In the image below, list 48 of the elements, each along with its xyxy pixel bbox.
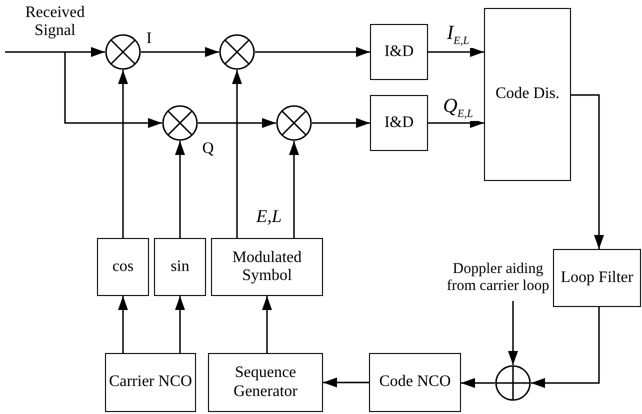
arrow	[571, 94, 604, 249]
block-label: Modulated Symbol	[231, 248, 303, 286]
process-box	[105, 353, 196, 412]
arrow	[289, 141, 299, 238]
block-label: Code Dis.	[496, 85, 560, 104]
process-box	[208, 353, 323, 412]
block-label: cos	[112, 258, 134, 276]
block-label: Code NCO	[379, 373, 451, 392]
arrow	[262, 296, 272, 353]
process-box	[369, 353, 461, 412]
arrow	[428, 118, 484, 128]
arrow	[428, 47, 484, 57]
process-box	[553, 249, 641, 307]
block-label: sin	[170, 258, 190, 276]
arrow	[508, 301, 518, 365]
arrow	[232, 70, 242, 238]
block-label: Carrier NCO	[108, 373, 192, 392]
process-box	[97, 238, 149, 296]
annotation-text: Doppler aiding from carrier loop	[446, 255, 550, 301]
process-box	[370, 95, 428, 151]
block-label: I&D	[384, 114, 414, 132]
arrow	[198, 118, 276, 128]
arrow	[118, 70, 128, 238]
input-label: Received Signal	[24, 4, 86, 41]
multiplier-symbol	[276, 105, 312, 141]
arrow	[461, 378, 495, 388]
arrow	[141, 47, 219, 57]
arrow	[323, 378, 369, 388]
arrow	[118, 296, 128, 353]
summing-junction	[495, 365, 531, 401]
arrow	[64, 52, 162, 128]
arrow	[531, 307, 600, 388]
block-label: I&D	[384, 42, 414, 62]
block-label: Sequence Generator	[232, 364, 298, 401]
process-box	[154, 238, 206, 296]
arrow	[312, 118, 370, 128]
process-box	[484, 8, 571, 181]
multiplier-symbol	[219, 34, 255, 70]
multiplier-symbol	[162, 105, 198, 141]
block-label: Loop Filter	[560, 268, 634, 288]
multiplier-symbol	[105, 34, 141, 70]
arrow	[175, 141, 185, 238]
arrow	[175, 296, 185, 353]
signal-label: E,L	[255, 206, 283, 227]
process-box	[370, 24, 428, 80]
arrow	[5, 47, 105, 57]
process-box	[211, 238, 323, 296]
arrow	[255, 47, 370, 57]
